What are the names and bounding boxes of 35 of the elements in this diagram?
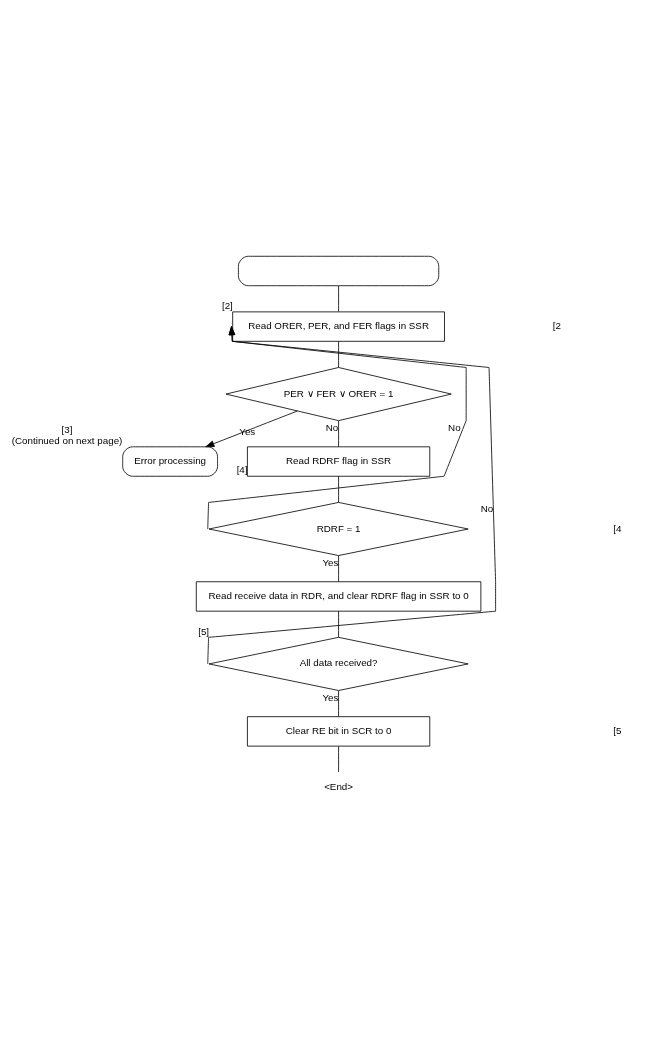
edge-label: Yes — [322, 556, 339, 568]
node-box: Read receive data in RDR, and clear RDRF flag in SSR to 0 — [195, 581, 482, 612]
node-diamond: PER ∨ FER ∨ ORER = 1 — [225, 367, 452, 422]
node-box — [238, 255, 440, 287]
node-diamond: All data received? — [208, 636, 469, 691]
node-box: Clear RE bit in SCR to 0 — [247, 716, 431, 747]
node-label: [5] — [198, 625, 210, 637]
connector — [338, 475, 339, 503]
edge-label: Yes — [322, 691, 339, 703]
label: [4 — [613, 522, 622, 534]
node-diamond: RDRF = 1 — [208, 502, 469, 556]
connector — [338, 690, 339, 717]
arrow — [207, 326, 496, 665]
edge-label: No — [480, 502, 494, 514]
node-label: [3] — [61, 424, 73, 436]
arrow — [205, 410, 298, 448]
arrow — [207, 326, 467, 530]
connector — [338, 746, 339, 773]
node-box: Read ORER, PER, and FER flags in SSR — [232, 311, 445, 342]
connector — [338, 340, 339, 368]
edge-label: Yes — [239, 426, 256, 438]
connector — [338, 420, 339, 448]
node-label: [2] — [221, 300, 233, 312]
label: [2 — [552, 320, 562, 332]
node-box: Error processing — [122, 446, 218, 477]
connector — [338, 555, 339, 582]
node-label: (Continued on next page) — [11, 435, 123, 447]
node-box: Read RDRF flag in SSR — [247, 446, 431, 477]
edge-label: No — [325, 421, 339, 433]
edge-label: No — [448, 422, 461, 434]
node-label: [4] — [236, 464, 248, 476]
connector — [338, 610, 339, 638]
node-text: <End> — [324, 780, 354, 792]
label: [5 — [613, 724, 622, 736]
connector — [338, 285, 339, 312]
